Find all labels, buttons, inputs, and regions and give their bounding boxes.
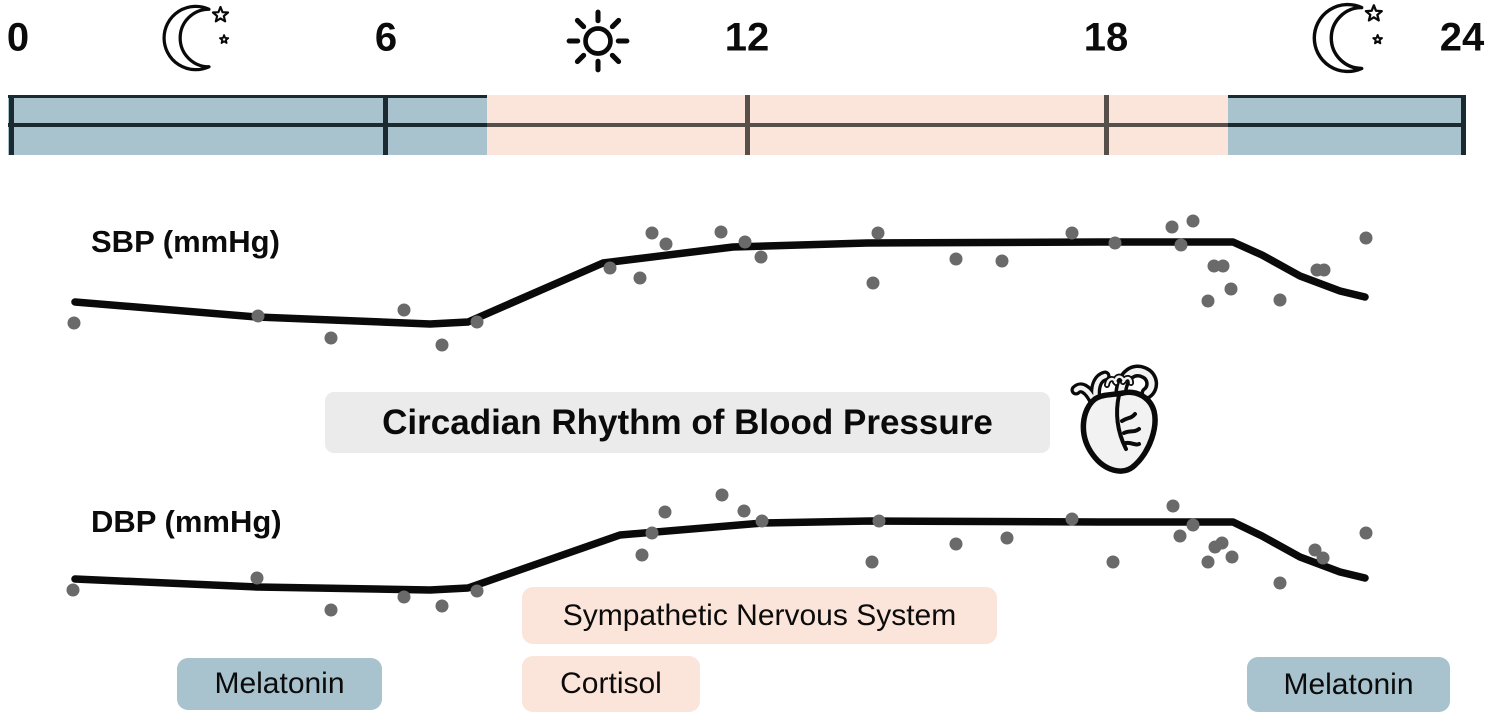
timeline-midline bbox=[1228, 123, 1466, 127]
moon-crescent bbox=[162, 4, 211, 72]
dbp-scatter-dot bbox=[755, 514, 769, 528]
hour-label-6: 6 bbox=[374, 15, 398, 60]
dbp-scatter-dot bbox=[1273, 576, 1287, 590]
dbp-scatter-dot bbox=[1065, 512, 1079, 526]
sympathetic-badge-label: Sympathetic Nervous System bbox=[562, 598, 957, 632]
timeline-tick-0 bbox=[9, 95, 14, 155]
dbp-scatter-dot bbox=[715, 488, 729, 502]
dbp-scatter-dot bbox=[949, 537, 963, 551]
dbp-scatter-dot bbox=[872, 514, 886, 528]
sbp-scatter-dot bbox=[435, 338, 449, 352]
timeline-tick-6 bbox=[383, 95, 388, 155]
heart-icon bbox=[1066, 359, 1166, 483]
sbp-scatter-dot bbox=[714, 225, 728, 239]
moon-icon-left bbox=[160, 2, 232, 74]
dbp-scatter-dot bbox=[1215, 536, 1229, 550]
dbp-scatter-dot bbox=[1316, 551, 1330, 565]
sbp-axis-label: SBP (mmHg) bbox=[91, 224, 280, 259]
hour-label-18: 18 bbox=[1083, 15, 1129, 60]
cortisol-badge-label: Cortisol bbox=[560, 667, 662, 700]
dbp-scatter-dot bbox=[470, 584, 484, 598]
dbp-scatter-dot bbox=[645, 526, 659, 540]
figure-title-box: Circadian Rhythm of Blood Pressure bbox=[325, 392, 1050, 453]
sbp-scatter-dot bbox=[866, 276, 880, 290]
moon-icon-right bbox=[1310, 0, 1386, 76]
sbp-scatter-dot bbox=[1207, 259, 1221, 273]
dbp-scatter-dot bbox=[435, 599, 449, 613]
melatonin-badge-left: Melatonin bbox=[177, 658, 382, 710]
dbp-scatter-dot bbox=[1166, 499, 1180, 513]
sbp-scatter-dot bbox=[1317, 263, 1331, 277]
dbp-scatter-dot bbox=[635, 548, 649, 562]
hour-label-24: 24 bbox=[1439, 15, 1485, 60]
hour-label-12: 12 bbox=[724, 15, 770, 60]
cortisol-badge: Cortisol bbox=[522, 656, 700, 712]
sun-rays bbox=[566, 9, 630, 73]
dbp-scatter-dot bbox=[1201, 555, 1215, 569]
sun-core bbox=[583, 26, 613, 56]
moon-star-small bbox=[1372, 33, 1383, 45]
heart-veins bbox=[1115, 393, 1141, 451]
sbp-scatter-dot bbox=[659, 237, 673, 251]
moon-star-small bbox=[219, 34, 230, 44]
timeline-tick-12 bbox=[745, 95, 750, 155]
dbp-scatter-dot bbox=[1225, 550, 1239, 564]
dbp-scatter-dot bbox=[865, 555, 879, 569]
dbp-scatter-dot bbox=[397, 590, 411, 604]
melatonin-badge-label: Melatonin bbox=[214, 667, 345, 700]
dbp-scatter-dot bbox=[658, 505, 672, 519]
moon-star-large bbox=[1364, 4, 1383, 22]
sun-icon bbox=[559, 2, 637, 80]
sbp-scatter-dot bbox=[645, 226, 659, 240]
sbp-scatter-dot bbox=[1359, 231, 1373, 245]
dbp-scatter-dot bbox=[1106, 555, 1120, 569]
sbp-scatter-dot bbox=[470, 315, 484, 329]
sbp-scatter-dot bbox=[754, 250, 768, 264]
timeline-tick-24 bbox=[1461, 95, 1466, 155]
sbp-scatter-dot bbox=[1201, 294, 1215, 308]
dbp-scatter-dot bbox=[1359, 526, 1373, 540]
moon-star-large bbox=[211, 5, 230, 23]
sbp-scatter-dot bbox=[603, 261, 617, 275]
sbp-scatter-dot bbox=[871, 226, 885, 240]
sbp-trend-line bbox=[71, 238, 1369, 328]
timeline-midline bbox=[487, 123, 1228, 127]
sbp-scatter-dot bbox=[633, 271, 647, 285]
sympathetic-nervous-system-badge: Sympathetic Nervous System bbox=[522, 587, 997, 644]
timeline-midline bbox=[8, 123, 487, 127]
melatonin-badge-label: Melatonin bbox=[1283, 667, 1414, 701]
sbp-scatter-dot bbox=[67, 316, 81, 330]
dbp-trend-line bbox=[71, 517, 1369, 594]
hour-label-0: 0 bbox=[6, 15, 30, 60]
dbp-scatter-dot bbox=[324, 603, 338, 617]
sbp-scatter-dot bbox=[995, 254, 1009, 268]
dbp-scatter-dot bbox=[1173, 529, 1187, 543]
timeline-tick-18 bbox=[1104, 95, 1109, 155]
dbp-scatter-dot bbox=[250, 571, 264, 585]
sbp-scatter-dot bbox=[1108, 236, 1122, 250]
sbp-scatter-dot bbox=[1186, 214, 1200, 228]
moon-crescent bbox=[1312, 2, 1364, 74]
figure-title: Circadian Rhythm of Blood Pressure bbox=[382, 402, 993, 442]
sbp-scatter-dot bbox=[397, 303, 411, 317]
melatonin-badge-right: Melatonin bbox=[1247, 657, 1450, 712]
sbp-scatter-dot bbox=[949, 252, 963, 266]
dbp-scatter-dot bbox=[737, 504, 751, 518]
sbp-scatter-dot bbox=[1165, 220, 1179, 234]
sbp-scatter-dot bbox=[1273, 293, 1287, 307]
dbp-scatter-dot bbox=[1308, 543, 1322, 557]
sbp-scatter-dot bbox=[1224, 282, 1238, 296]
dbp-axis-label: DBP (mmHg) bbox=[91, 504, 282, 539]
dbp-scatter-dot bbox=[1186, 518, 1200, 532]
sbp-scatter-dot bbox=[1216, 259, 1230, 273]
sbp-scatter-dot bbox=[1174, 238, 1188, 252]
dbp-scatter-dot bbox=[1000, 531, 1014, 545]
sbp-scatter-dot bbox=[324, 331, 338, 345]
sbp-scatter-dot bbox=[738, 235, 752, 249]
dbp-scatter-dot bbox=[66, 583, 80, 597]
sbp-scatter-dot bbox=[1065, 226, 1079, 240]
sbp-scatter-dot bbox=[251, 309, 265, 323]
